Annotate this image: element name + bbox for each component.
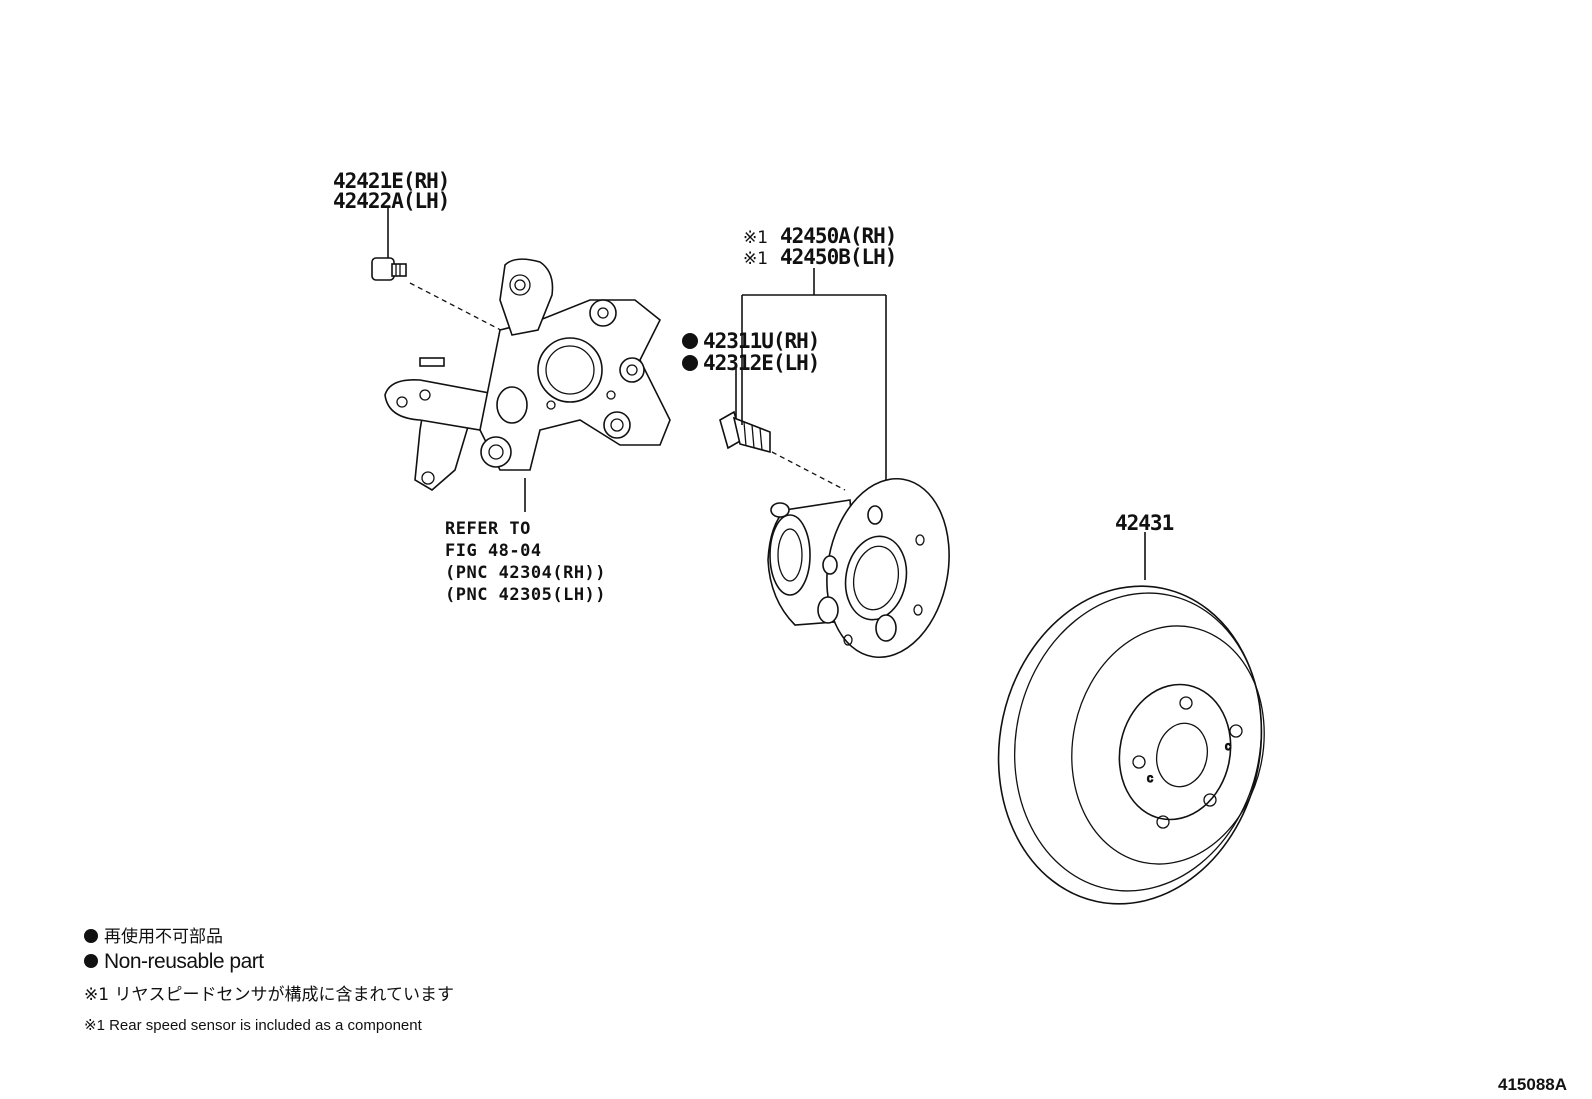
callout-disc: 42431 bbox=[1115, 511, 1174, 535]
hub-assembly bbox=[767, 477, 950, 659]
refer-line-2: FIG 48-04 bbox=[445, 541, 542, 561]
legend-nonreusable-en: Non-reusable part bbox=[104, 950, 264, 973]
hub-note-marker: ※1 bbox=[743, 249, 768, 269]
legend-note1-jp: ※1 リヤスピードセンサが構成に含まれています bbox=[84, 985, 454, 1005]
hub-note-marker: ※1 bbox=[743, 228, 768, 248]
nonreusable-bullet-icon bbox=[84, 929, 98, 943]
callout-bolt-rh: 42421E(RH) bbox=[333, 169, 449, 193]
figure-code: 415088A bbox=[1498, 1075, 1567, 1094]
legend-nonreusable-jp: 再使用不可部品 bbox=[104, 926, 223, 947]
nonreusable-bullet-icon bbox=[84, 954, 98, 968]
hub-bolt bbox=[719, 368, 846, 491]
callout-hubbolt-rh: 42311U(RH) bbox=[703, 329, 819, 353]
legend-note1-en: ※1 Rear speed sensor is included as a co… bbox=[84, 1017, 423, 1034]
refer-line-3: (PNC 42304(RH)) bbox=[445, 563, 606, 583]
callout-hub-lh: 42450B(LH) bbox=[780, 245, 896, 269]
refer-line-4: (PNC 42305(LH)) bbox=[445, 585, 606, 605]
svg-text:c: c bbox=[1225, 739, 1231, 753]
refer-line-1: REFER TO bbox=[445, 519, 531, 539]
rear-axle-carrier bbox=[384, 258, 671, 491]
hub-bracket bbox=[741, 268, 887, 485]
brake-disc: c c bbox=[997, 585, 1265, 905]
nonreusable-bullet-icon bbox=[682, 355, 698, 371]
nonreusable-bullet-icon bbox=[682, 333, 698, 349]
callout-hubbolt-lh: 42312E(LH) bbox=[703, 351, 819, 375]
bolt-42421e bbox=[371, 208, 521, 341]
callout-bolt-lh: 42422A(LH) bbox=[333, 189, 449, 213]
svg-text:c: c bbox=[1147, 771, 1153, 785]
callout-hub-rh: 42450A(RH) bbox=[780, 224, 896, 248]
